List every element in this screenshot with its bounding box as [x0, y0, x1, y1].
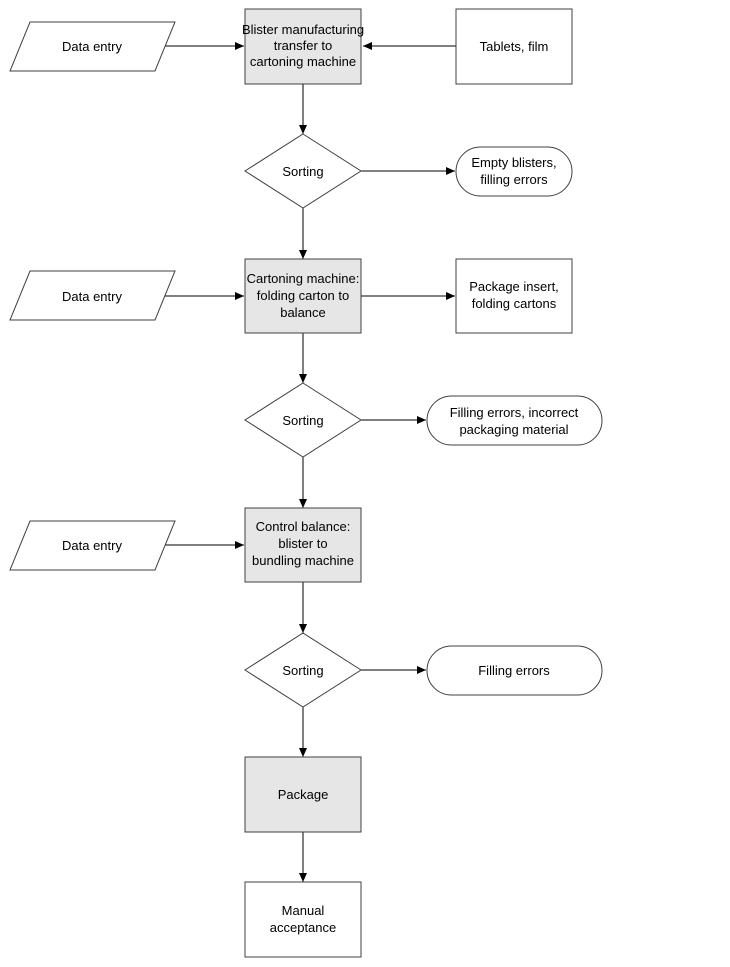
blister-manufacturing-line-3: cartoning machine — [250, 54, 356, 69]
control-balance-line-1: Control balance: — [256, 519, 351, 534]
reject-2-line-2: packaging material — [459, 422, 568, 437]
blister-manufacturing-line-1: Blister manufacturing — [242, 22, 364, 37]
package-insert-node: Package insert, folding cartons — [455, 258, 573, 334]
tablets-film-label: Tablets, film — [480, 39, 549, 54]
data-entry-2-label: Data entry — [62, 289, 122, 304]
data-entry-3-label: Data entry — [62, 538, 122, 553]
reject-1-line-1: Empty blisters, — [471, 155, 556, 170]
data-entry-1-label: Data entry — [62, 39, 122, 54]
manual-acceptance-node: Manual acceptance — [244, 881, 362, 958]
sorting-2-decision: Sorting — [244, 382, 362, 458]
cartoning-machine-line-1: Cartoning machine: — [247, 271, 360, 286]
reject-1-terminal: Empty blisters, filling errors — [455, 146, 573, 197]
blister-manufacturing-line-2: transfer to — [274, 38, 333, 53]
reject-3-label: Filling errors — [478, 663, 550, 678]
reject-3-terminal: Filling errors — [426, 645, 603, 696]
control-balance-line-2: blister to — [278, 536, 327, 551]
cartoning-machine-node: Cartoning machine: folding carton to bal… — [244, 258, 362, 334]
data-entry-3-node: Data entry — [9, 520, 176, 571]
sorting-1-label: Sorting — [282, 164, 323, 179]
edges — [163, 42, 456, 882]
sorting-1-decision: Sorting — [244, 133, 362, 209]
reject-2-line-1: Filling errors, incorrect — [450, 405, 579, 420]
package-label: Package — [278, 787, 329, 802]
sorting-2-label: Sorting — [282, 413, 323, 428]
reject-2-terminal: Filling errors, incorrect packaging mate… — [426, 395, 603, 446]
data-entry-2-node: Data entry — [9, 270, 176, 321]
cartoning-machine-line-3: balance — [280, 305, 326, 320]
blister-manufacturing-node: Blister manufacturing transfer to carton… — [242, 8, 364, 85]
control-balance-node: Control balance: blister to bundling mac… — [244, 507, 362, 583]
manual-acceptance-line-1: Manual — [282, 903, 325, 918]
sorting-3-label: Sorting — [282, 663, 323, 678]
control-balance-line-3: bundling machine — [252, 553, 354, 568]
sorting-3-decision: Sorting — [244, 632, 362, 708]
package-insert-line-2: folding cartons — [472, 296, 557, 311]
package-insert-line-1: Package insert, — [469, 279, 559, 294]
cartoning-machine-line-2: folding carton to — [257, 288, 350, 303]
data-entry-1-node: Data entry — [9, 21, 176, 72]
tablets-film-node: Tablets, film — [455, 8, 573, 85]
manual-acceptance-line-2: acceptance — [270, 920, 337, 935]
package-node: Package — [244, 756, 362, 833]
reject-1-line-2: filling errors — [480, 172, 548, 187]
